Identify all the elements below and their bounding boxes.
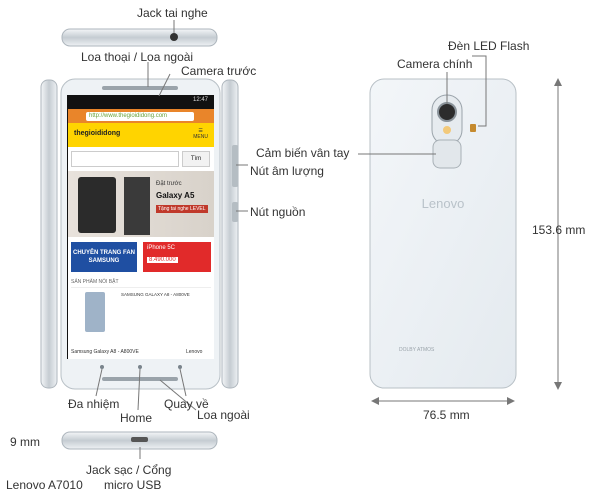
product-footer-left: Samsung Galaxy A8 - A800VE: [71, 349, 139, 355]
label-height: 153.6 mm: [532, 223, 586, 237]
promo-samsung[interactable]: CHUYÊN TRANG FAN SAMSUNG: [71, 242, 137, 272]
phone-back: Lenovo DOLBY ATMOS: [369, 78, 517, 389]
phone-image-icon: [78, 177, 116, 233]
site-header: thegioididong ☰MENU: [68, 123, 214, 147]
back-badge: DOLBY ATMOS: [399, 347, 435, 353]
width-dimension: [371, 397, 515, 405]
banner-line2: Galaxy A5: [156, 191, 195, 200]
search-button[interactable]: Tìm: [182, 151, 210, 167]
label-headphone-jack: Jack tai nghe: [137, 6, 208, 20]
promo-iphone-title: iPhone 5C: [147, 245, 176, 251]
height-dimension: [554, 78, 562, 390]
label-home: Home: [120, 411, 153, 425]
label-charging-port-2: micro USB: [104, 478, 162, 492]
promo-iphone[interactable]: iPhone 5C 8.490.000: [143, 242, 211, 272]
label-thickness: 9 mm: [10, 435, 40, 449]
banner-line1: Đặt trước: [156, 181, 182, 187]
label-model: Lenovo A7010: [6, 478, 83, 492]
leader-front-camera: [157, 73, 171, 99]
product-card[interactable]: SAMSUNG GALAXY A8 - A800VE: [71, 287, 211, 347]
menu-icon[interactable]: ☰MENU: [193, 128, 208, 140]
label-front-camera: Camera trước: [181, 64, 257, 78]
label-charging-port: Jack sạc / Cổng: [86, 463, 172, 477]
label-led-flash: Đèn LED Flash: [448, 39, 530, 53]
product-footer-right: Lenovo: [186, 349, 203, 355]
product-name: SAMSUNG GALAXY A8 - A800VE: [121, 292, 190, 297]
label-power: Nút nguồn: [250, 205, 306, 219]
site-logo: thegioididong: [74, 130, 121, 137]
browser-address-bar[interactable]: http://www.thegioididong.com: [68, 109, 214, 123]
label-speaker-bottom: Loa ngoài: [197, 408, 250, 422]
label-back: Quay về: [164, 397, 209, 411]
phone-right-side: [221, 79, 239, 389]
label-main-camera: Camera chính: [397, 57, 473, 71]
phone-top-edge: [61, 28, 218, 47]
promo-iphone-price: 8.490.000: [147, 257, 178, 263]
banner-line3: Tặng tai nghe LEVEL: [156, 205, 208, 213]
search-input[interactable]: [71, 151, 179, 167]
label-fingerprint: Cảm biến vân tay: [256, 146, 350, 160]
label-multitask: Đa nhiệm: [68, 397, 120, 411]
promo-banner[interactable]: Đặt trước Galaxy A5 Tặng tai nghe LEVEL: [68, 171, 214, 237]
product-image: [85, 292, 105, 332]
phone-screen: http://www.thegioididong.com thegioidido…: [68, 109, 214, 359]
leader-led-flash: [472, 55, 487, 127]
phone-bottom-edge: [61, 431, 218, 450]
leader-speaker-bottom: [159, 379, 197, 411]
label-volume: Nút âm lượng: [250, 164, 324, 178]
leader-back: [179, 368, 187, 397]
leader-home: [137, 368, 141, 411]
label-width: 76.5 mm: [423, 408, 470, 422]
phone-left-side: [40, 79, 58, 389]
back-brand-lenovo: Lenovo: [422, 196, 465, 211]
status-bar: 12:47: [68, 96, 214, 108]
status-time: 12:47: [192, 97, 208, 103]
label-speaker-top: Loa thoại / Loa ngoài: [81, 50, 194, 64]
person-image: [124, 177, 150, 235]
url-text: http://www.thegioididong.com: [86, 112, 194, 121]
leader-multitask: [95, 368, 103, 397]
section-title: SẢN PHẨM NỔI BẬT: [71, 279, 119, 285]
